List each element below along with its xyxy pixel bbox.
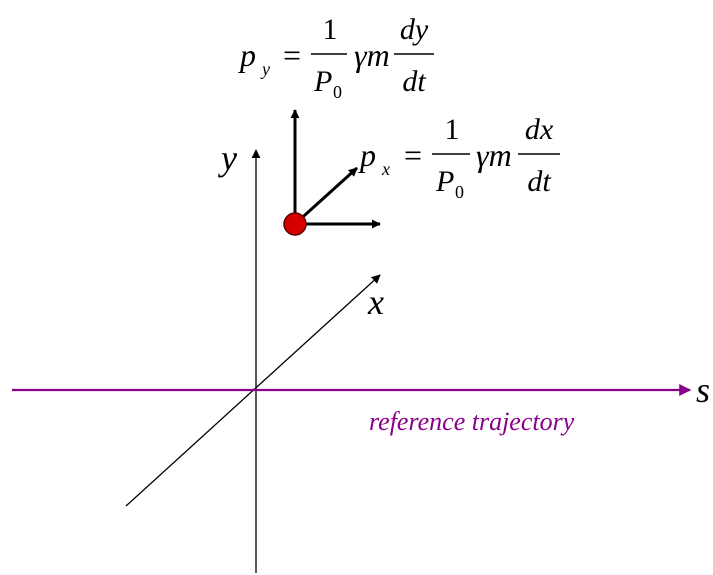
py-gamma-m: γm	[354, 37, 390, 73]
momentum-diagonal-arrow	[293, 166, 359, 226]
px-gamma-m: γm	[476, 137, 512, 173]
py-derivative-numerator: dy	[400, 13, 429, 46]
px-denominator-subscript: 0	[455, 182, 464, 202]
reference-trajectory-label: reference trajectory	[369, 407, 575, 436]
px-lhs: p	[358, 137, 376, 173]
x-axis-label: x	[367, 282, 384, 322]
y-axis-label: y	[218, 138, 237, 178]
py-denominator-subscript: 0	[333, 82, 342, 102]
py-derivative-denominator: dt	[402, 65, 426, 98]
px-numerator-one: 1	[445, 113, 460, 146]
particle-dot	[283, 212, 307, 236]
py-numerator-one: 1	[323, 13, 338, 46]
px-equals: =	[404, 137, 422, 173]
px-derivative-numerator: dx	[525, 113, 554, 146]
s-axis-label: s	[696, 370, 710, 410]
py-lhs: p	[238, 37, 256, 73]
py-denominator-P: P	[313, 65, 332, 98]
px-denominator-P: P	[435, 165, 454, 198]
px-lhs-subscript: x	[381, 159, 390, 179]
equation-px: p x = 1 P 0 γm dx dt	[358, 113, 560, 202]
px-derivative-denominator: dt	[527, 165, 551, 198]
py-equals: =	[283, 37, 301, 73]
equation-py: p y = 1 P 0 γm dy dt	[238, 13, 434, 102]
py-lhs-subscript: y	[260, 59, 270, 79]
